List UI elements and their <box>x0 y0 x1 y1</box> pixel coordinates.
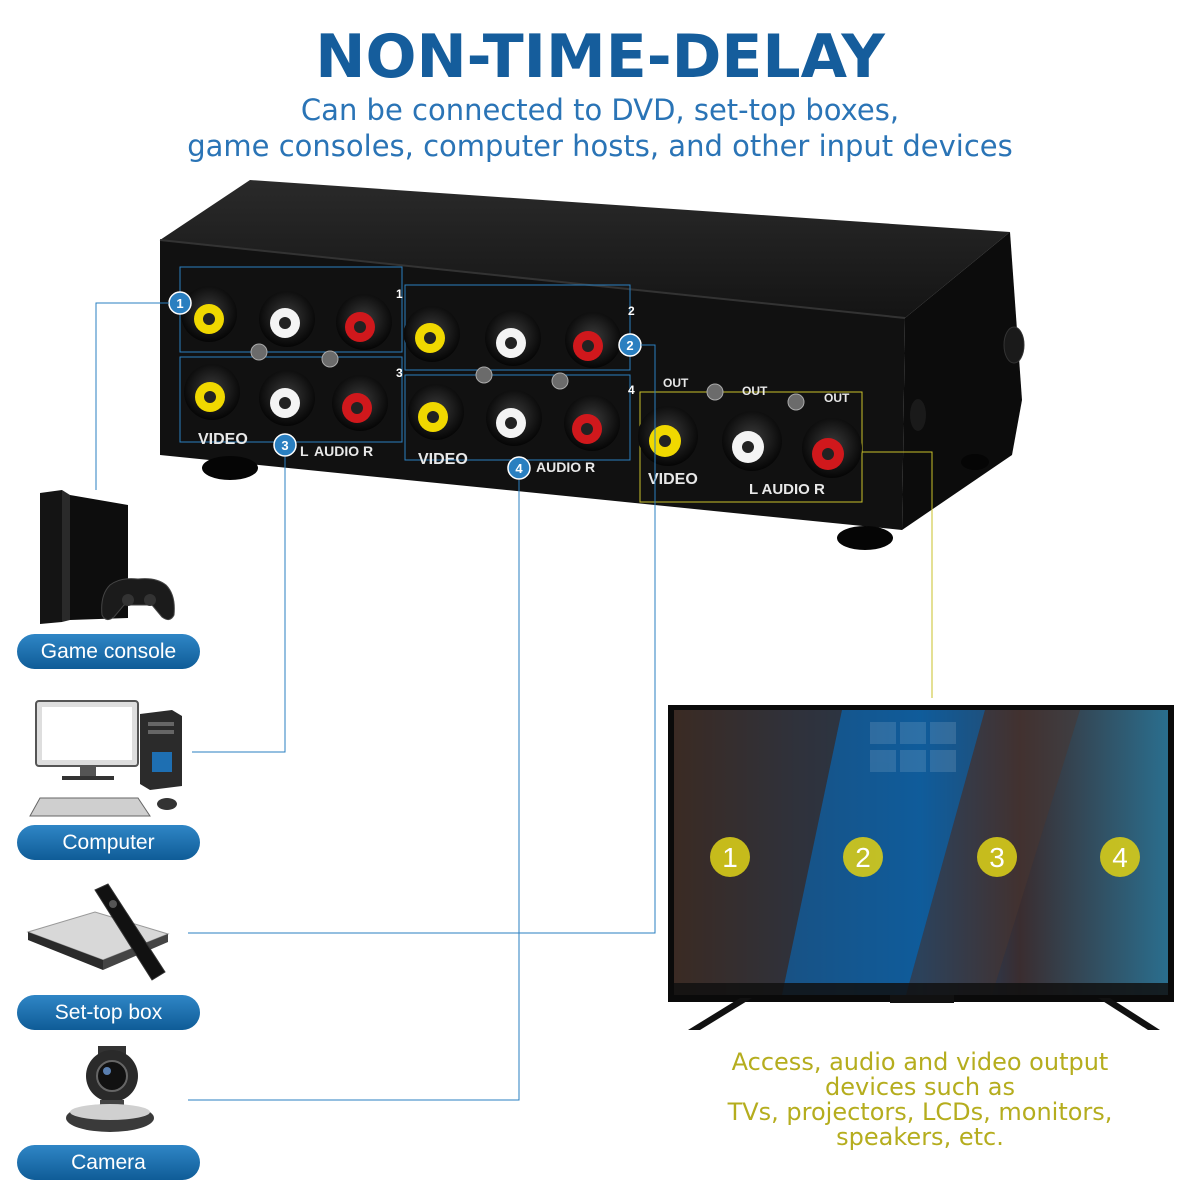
tv-quadrant-numbers: 1 2 3 4 <box>710 837 1140 877</box>
rca-jack-red[interactable] <box>332 375 388 431</box>
computer-icon <box>29 700 182 817</box>
port-marker-2: 2 <box>628 304 635 318</box>
svg-text:3: 3 <box>989 842 1005 873</box>
output-note-line-3: TVs, projectors, LCDs, monitors, <box>727 1098 1113 1126</box>
svg-text:2: 2 <box>626 338 633 353</box>
tv-number-1: 1 <box>710 837 750 877</box>
rca-jack-white[interactable] <box>485 310 541 366</box>
set-top-box-icon <box>26 883 170 981</box>
audio-label: AUDIO R <box>314 443 373 459</box>
connector-lines <box>95 302 656 1101</box>
camera-icon <box>66 1046 154 1132</box>
svg-text:1: 1 <box>176 296 183 311</box>
port-marker-3: 3 <box>396 366 403 380</box>
game-console-icon <box>40 490 175 624</box>
port-markers: 1 2 3 4 <box>396 287 635 397</box>
input-badge-1: 1 <box>168 291 192 315</box>
rca-jack-red[interactable] <box>565 312 621 368</box>
subtitle-line-2: game consoles, computer hosts, and other… <box>187 129 1013 163</box>
tv-number-4: 4 <box>1100 837 1140 877</box>
svg-text:1: 1 <box>722 842 738 873</box>
connector-set-top-box <box>188 344 656 934</box>
rca-jack-red[interactable] <box>336 294 392 350</box>
rca-jack-white[interactable] <box>259 291 315 347</box>
rca-output-red[interactable] <box>802 418 862 478</box>
rca-jack-red[interactable] <box>564 395 620 451</box>
connector-output <box>862 451 933 698</box>
svg-text:4: 4 <box>515 461 523 476</box>
computer-label: Computer <box>17 825 200 860</box>
svg-text:2: 2 <box>855 842 871 873</box>
output-devices-note: Access, audio and video output devices s… <box>690 1050 1150 1150</box>
subtitle-line-1: Can be connected to DVD, set-top boxes, <box>300 93 900 127</box>
game-console-label: Game console <box>17 634 200 669</box>
output-note-line-1: Access, audio and video output <box>731 1048 1109 1076</box>
connector-camera <box>188 480 520 1101</box>
set-top-box-label: Set-top box <box>17 995 200 1030</box>
panel-labels: VIDEO VIDEO L AUDIO R AUDIO R OUT OUT OU… <box>198 376 850 498</box>
port-marker-1: 1 <box>396 287 403 301</box>
rca-jack-yellow[interactable] <box>184 364 240 420</box>
port-marker-4: 4 <box>628 383 635 397</box>
rca-jack-white[interactable] <box>486 390 542 446</box>
page-title: NON-TIME-DELAY <box>315 22 885 92</box>
rca-output-white[interactable] <box>722 411 782 471</box>
input-badge-4: 4 <box>507 456 531 480</box>
video-label: VIDEO <box>198 431 248 448</box>
output-video-label: VIDEO <box>648 471 698 488</box>
input-badge-3: 3 <box>273 433 297 457</box>
rca-output-yellow[interactable] <box>638 406 698 466</box>
rca-jack-yellow[interactable] <box>181 286 237 342</box>
video-label: VIDEO <box>418 451 468 468</box>
rca-jack-yellow[interactable] <box>404 306 460 362</box>
tv-number-2: 2 <box>843 837 883 877</box>
out-label: OUT <box>824 391 850 405</box>
camera-label: Camera <box>17 1145 200 1180</box>
output-audio-label: L AUDIO R <box>749 481 825 498</box>
rca-jack-yellow[interactable] <box>408 384 464 440</box>
rca-jacks <box>181 286 862 478</box>
connector-computer <box>192 457 286 753</box>
rca-jack-white[interactable] <box>259 370 315 426</box>
out-label: OUT <box>663 376 689 390</box>
output-note-line-2: devices such as <box>825 1073 1015 1101</box>
output-group-frame <box>639 391 863 503</box>
audio-left-label: L <box>300 443 309 459</box>
out-label: OUT <box>742 384 768 398</box>
connector-game-console <box>95 302 169 490</box>
input-badge-2: 2 <box>618 333 642 357</box>
audio-label: AUDIO R <box>536 459 595 475</box>
svg-text:4: 4 <box>1112 842 1128 873</box>
tv-number-3: 3 <box>977 837 1017 877</box>
output-note-line-4: speakers, etc. <box>836 1123 1004 1151</box>
svg-text:3: 3 <box>281 438 288 453</box>
screws <box>250 343 805 411</box>
